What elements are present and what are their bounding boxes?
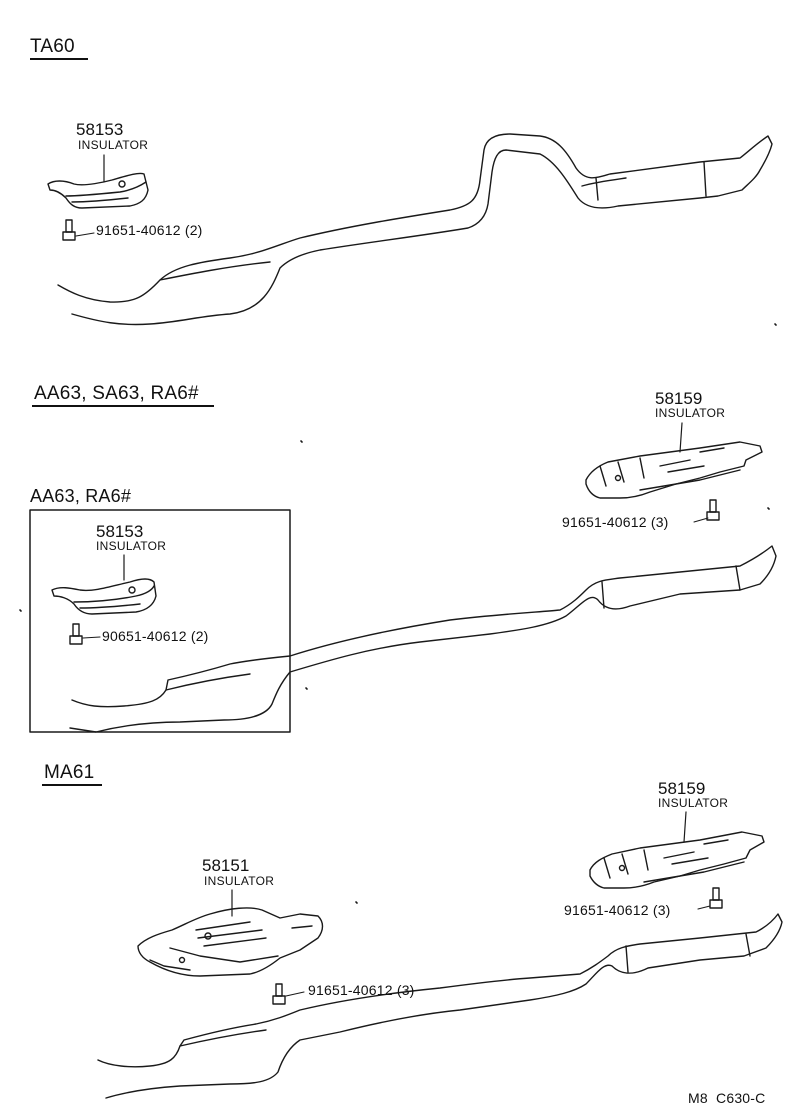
ma61-rear-insulator-label: INSULATOR	[658, 796, 729, 810]
section-header-ma61: MA61	[44, 762, 95, 783]
section-header-aa63-sa63-ra6: AA63, SA63, RA6#	[34, 383, 199, 404]
ta60-bolt-qty: (2)	[184, 222, 203, 238]
inset-bolt-qty: (2)	[190, 628, 209, 644]
inset-bolt-part-number: 90651-40612 (2)	[102, 628, 209, 644]
ma61-front-bolt-part: 91651-40612	[308, 982, 393, 998]
ma61-insulator-58151	[137, 889, 324, 977]
ma61-insulator-58159	[589, 811, 765, 889]
ma61-rear-bolt-icon	[697, 887, 723, 910]
aa63-bolt-part-number: 91651-40612 (3)	[562, 514, 669, 530]
inset-bolt-part: 90651-40612	[102, 628, 187, 644]
section-underline-aa63-sa63-ra6	[32, 405, 214, 407]
inset-header-aa63-ra6: AA63, RA6#	[30, 486, 132, 506]
ma61-rear-insulator-number: 58159	[658, 779, 706, 798]
drawing-code: M8 C630-C	[688, 1090, 766, 1106]
scan-specks	[19, 323, 777, 904]
aa63-inset-insulator-58153	[51, 554, 157, 615]
section-underline-ma61	[42, 784, 102, 786]
aa63-exhaust-pipe	[69, 545, 777, 733]
aa63-insulator-label: INSULATOR	[655, 406, 726, 420]
ma61-rear-bolt-part-number: 91651-40612 (3)	[564, 902, 671, 918]
aa63-bolt-qty: (3)	[650, 514, 669, 530]
aa63-ra6-inset-box	[29, 509, 291, 733]
ma61-front-insulator-number: 58151	[202, 856, 250, 875]
section-underline-ta60	[30, 58, 88, 60]
aa63-inset-bolt-icon	[69, 623, 101, 645]
ma61-rear-bolt-qty: (3)	[652, 902, 671, 918]
ta60-exhaust-pipe	[57, 133, 773, 326]
ta60-insulator-number: 58153	[76, 120, 124, 139]
ma61-front-bolt-icon	[272, 983, 305, 1005]
ma61-front-bolt-part-number: 91651-40612 (3)	[308, 982, 415, 998]
ta60-bolt-icon	[62, 219, 95, 241]
aa63-bolt-part: 91651-40612	[562, 514, 647, 530]
ma61-front-bolt-qty: (3)	[396, 982, 415, 998]
ta60-bolt-part: 91651-40612	[96, 222, 181, 238]
inset-insulator-number: 58153	[96, 522, 144, 541]
section-header-ta60: TA60	[30, 36, 75, 57]
ma61-rear-bolt-part: 91651-40612	[564, 902, 649, 918]
ma61-exhaust-pipe	[97, 913, 783, 1099]
ma61-front-insulator-label: INSULATOR	[204, 874, 275, 888]
aa63-insulator-number: 58159	[655, 389, 703, 408]
ta60-insulator-label: INSULATOR	[78, 138, 149, 152]
aa63-bolt-icon	[693, 499, 720, 523]
inset-insulator-label: INSULATOR	[96, 539, 167, 553]
aa63-insulator-58159	[585, 422, 763, 499]
ta60-bolt-part-number: 91651-40612 (2)	[96, 222, 203, 238]
ta60-insulator-58153	[47, 154, 149, 209]
